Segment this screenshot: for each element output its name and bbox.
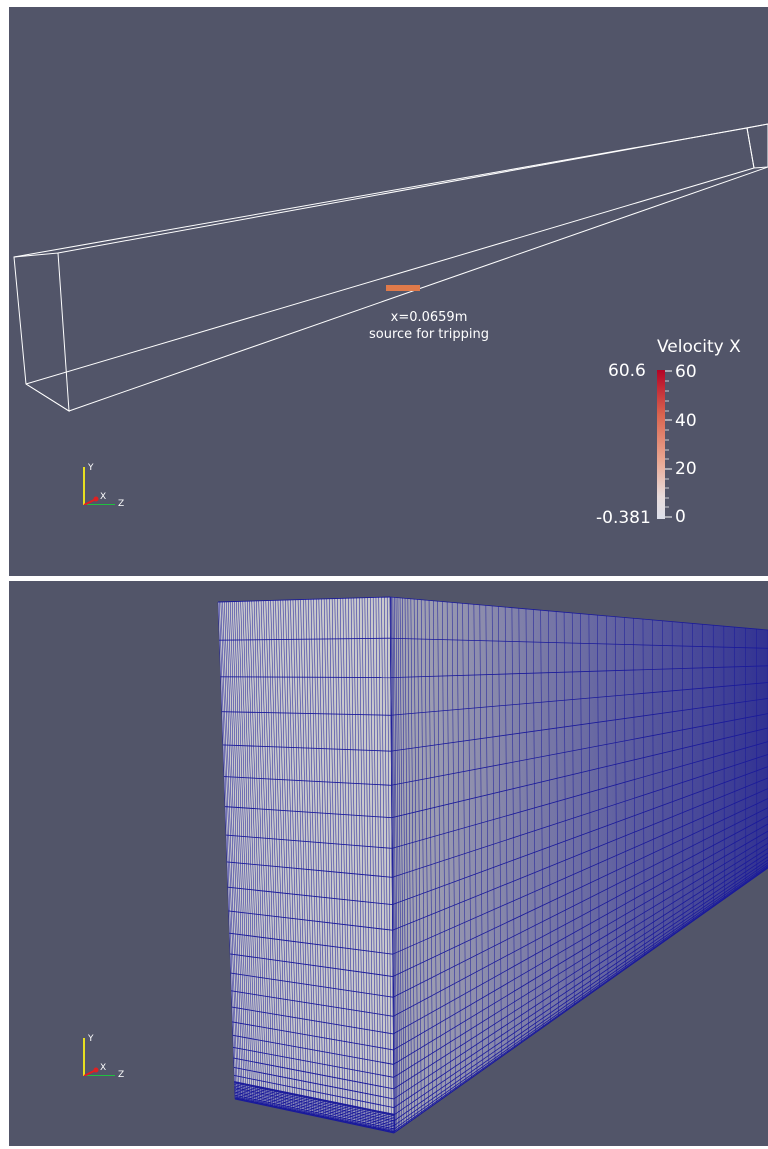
annotation-x-position: x=0.0659m — [390, 310, 468, 325]
colorbar-title: Velocity X — [657, 337, 741, 357]
near-end-face — [13, 252, 70, 412]
axis-y-label: Y — [88, 1034, 94, 1044]
render-view-bottom[interactable]: Y X Z — [9, 581, 768, 1146]
orientation-axes-bottom: Y X Z — [71, 1026, 131, 1080]
annotation-source-label: source for tripping — [369, 327, 489, 342]
mesh-side-face — [390, 597, 768, 1133]
render-view-top[interactable]: x=0.0659m source for tripping Velocity X… — [9, 7, 768, 576]
colorbar-tick-20: 20 — [675, 459, 697, 479]
axis-y-label: Y — [88, 463, 94, 473]
channel-outline — [13, 123, 768, 412]
tripping-source-patch — [386, 285, 420, 291]
axis-x-label: X — [100, 492, 107, 502]
colorbar-gradient — [657, 370, 665, 519]
colorbar-tick-40: 40 — [675, 411, 697, 431]
axis-z-label: Z — [118, 1070, 125, 1080]
colorbar-tick-60: 60 — [675, 362, 697, 382]
colorbar-range-max: 60.6 — [608, 361, 646, 381]
colorbar-tick-0: 0 — [675, 507, 686, 527]
orientation-axes-top: Y X Z — [71, 455, 131, 509]
mesh-block — [217, 596, 768, 1134]
axis-z-label: Z — [118, 499, 125, 509]
colorbar-range-min: -0.381 — [596, 508, 651, 528]
axis-x-label: X — [100, 1063, 107, 1073]
